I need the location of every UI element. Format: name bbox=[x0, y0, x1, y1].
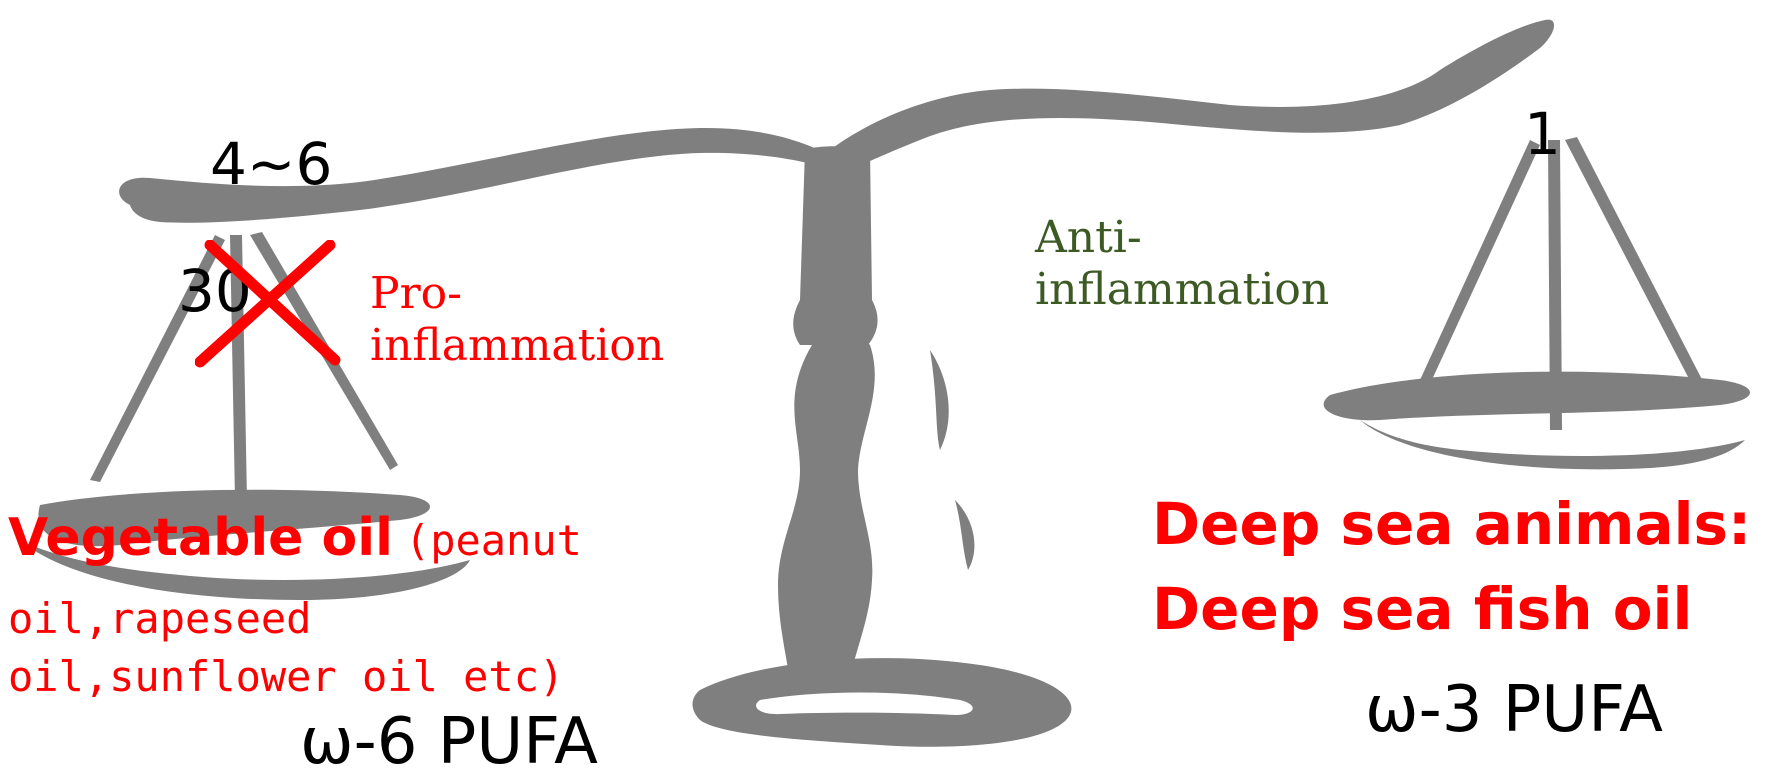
cross-out-icon bbox=[195, 240, 345, 370]
right-ratio: 1 bbox=[1524, 105, 1561, 163]
deep-sea-fish-oil-label: Deep sea fish oil bbox=[1152, 580, 1692, 638]
omega-3-pufa-label: ω-3 PUFA bbox=[1365, 678, 1663, 742]
deep-sea-animals-label: Deep sea animals: bbox=[1152, 495, 1751, 553]
omega-6-pufa-label: ω-6 PUFA bbox=[300, 710, 598, 774]
vegetable-oil-detail-2: oil,rapeseed bbox=[8, 590, 311, 648]
vegetable-oil-source: Vegetable oil(peanut bbox=[8, 512, 582, 570]
vegetable-oil-detail-3: oil,sunflower oil etc) bbox=[8, 648, 564, 706]
anti-inflammation-label: Anti- inflammation bbox=[1035, 212, 1329, 316]
vegetable-oil-detail-1: (peanut bbox=[405, 516, 582, 565]
vegetable-oil-title: Vegetable oil bbox=[8, 508, 393, 568]
left-ratio-recommended: 4~6 bbox=[210, 135, 332, 193]
pro-inflammation-label: Pro- inflammation bbox=[370, 268, 664, 372]
